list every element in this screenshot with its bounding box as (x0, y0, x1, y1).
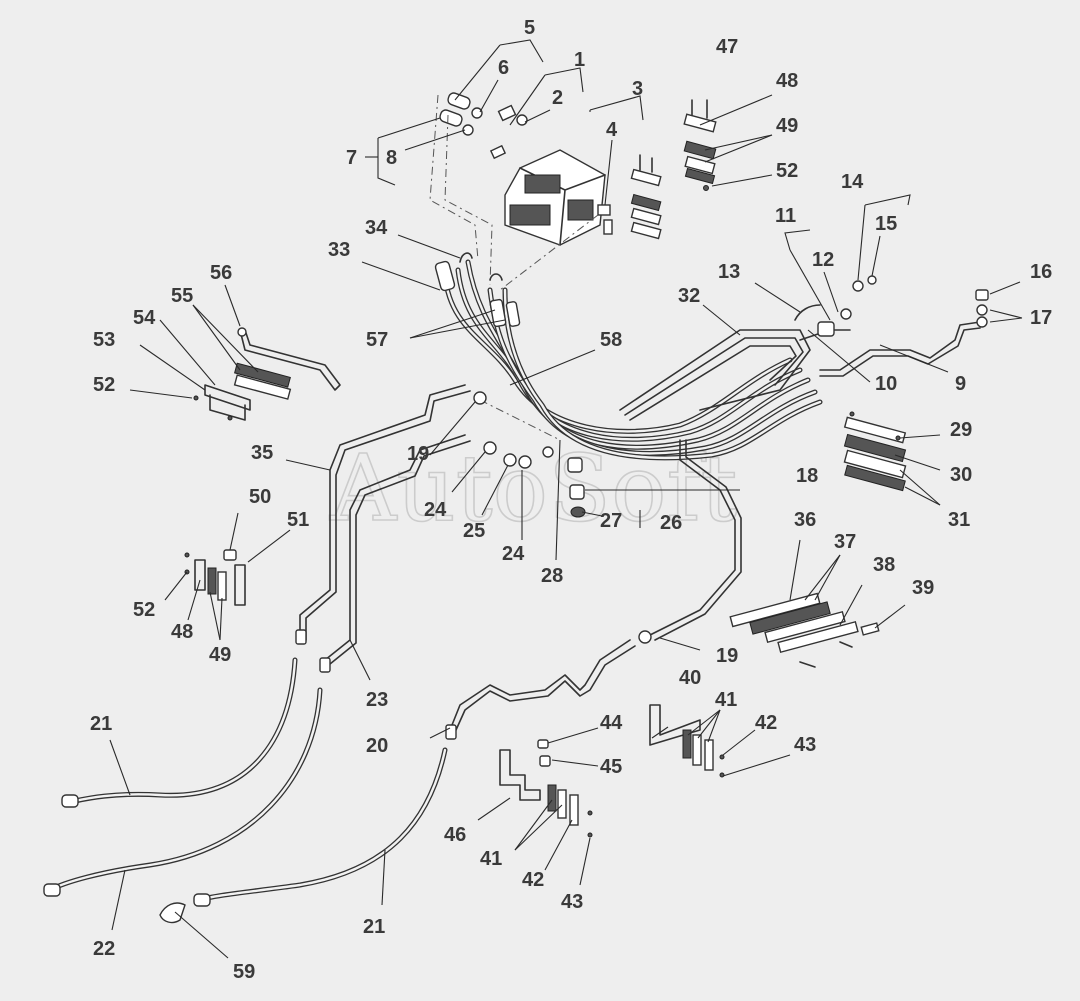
assembly-lines (429, 94, 599, 441)
callout-10: 10 (875, 373, 897, 395)
callout-5: 5 (524, 17, 535, 39)
callout-37: 37 (834, 531, 856, 553)
callout-21-left: 21 (90, 713, 112, 735)
callout-9: 9 (955, 373, 966, 395)
callout-labels: 1 2 3 4 5 6 7 8 9 10 11 12 13 14 15 16 1… (90, 17, 1052, 983)
callout-29: 29 (950, 419, 972, 441)
callout-18: 18 (796, 465, 818, 487)
callout-23: 23 (366, 689, 388, 711)
callout-21-bottom: 21 (363, 916, 385, 938)
callout-55: 55 (171, 285, 193, 307)
callout-46: 46 (444, 824, 466, 846)
callout-26: 26 (660, 512, 682, 534)
callout-17: 17 (1030, 307, 1052, 329)
callout-24-left: 24 (424, 499, 447, 521)
callout-47: 47 (716, 36, 738, 58)
callout-27: 27 (600, 510, 622, 532)
callout-16: 16 (1030, 261, 1052, 283)
callout-48-top: 48 (776, 70, 798, 92)
callout-24-right: 24 (502, 543, 525, 565)
clamp-set-top (630, 99, 717, 240)
callout-41-bottom: 41 (480, 848, 502, 870)
callout-35: 35 (251, 442, 273, 464)
callout-57: 57 (366, 329, 388, 351)
long-lines (295, 384, 742, 740)
callout-1: 1 (574, 49, 585, 71)
bracket-44-46 (499, 739, 593, 838)
callout-41-right: 41 (715, 689, 737, 711)
callout-22: 22 (93, 938, 115, 960)
callout-4: 4 (606, 119, 618, 141)
callout-14: 14 (841, 171, 864, 193)
callout-15: 15 (875, 213, 897, 235)
callout-20: 20 (366, 735, 388, 757)
bracket-40-43 (649, 704, 725, 778)
valve-block (439, 92, 613, 246)
callout-56: 56 (210, 262, 232, 284)
hose-bundle (434, 252, 823, 461)
callout-19-bottom: 19 (716, 645, 738, 667)
callout-58: 58 (600, 329, 622, 351)
callout-3: 3 (632, 78, 643, 100)
callout-34: 34 (365, 217, 388, 239)
callout-33: 33 (328, 239, 350, 261)
callout-43-bottom: 43 (561, 891, 583, 913)
callout-49-left: 49 (209, 644, 231, 666)
callout-31: 31 (948, 509, 970, 531)
clamp-set-right (843, 411, 907, 492)
bracket-48-52 (184, 549, 246, 606)
callout-39: 39 (912, 577, 934, 599)
callout-2: 2 (552, 87, 563, 109)
callout-19-top: 19 (407, 443, 429, 465)
callout-53: 53 (93, 329, 115, 351)
callout-52-top: 52 (776, 160, 798, 182)
flexible-hoses (43, 657, 448, 924)
callout-12: 12 (812, 249, 834, 271)
bracket-53-56 (193, 327, 341, 421)
callout-43-right: 43 (794, 734, 816, 756)
callout-40: 40 (679, 667, 701, 689)
callout-50: 50 (249, 486, 271, 508)
callout-51: 51 (287, 509, 309, 531)
callout-52-upper-left: 52 (93, 374, 115, 396)
callout-49-top: 49 (776, 115, 798, 137)
callout-48-left: 48 (171, 621, 193, 643)
callout-54: 54 (133, 307, 156, 329)
callout-6: 6 (498, 57, 509, 79)
callout-52-lower-left: 52 (133, 599, 155, 621)
callout-30: 30 (950, 464, 972, 486)
callout-42-right: 42 (755, 712, 777, 734)
callout-8: 8 (386, 147, 397, 169)
callout-59: 59 (233, 961, 255, 983)
callout-42-bottom: 42 (522, 869, 544, 891)
callout-44: 44 (600, 712, 623, 734)
callout-28: 28 (541, 565, 563, 587)
callout-36: 36 (794, 509, 816, 531)
callout-25: 25 (463, 520, 485, 542)
clamp-set-36-39 (729, 592, 880, 668)
callout-38: 38 (873, 554, 895, 576)
callout-11: 11 (775, 205, 796, 227)
callout-32: 32 (678, 285, 700, 307)
leader-lines (109, 39, 1023, 959)
callout-7: 7 (346, 147, 357, 169)
callout-45: 45 (600, 756, 622, 778)
callout-13: 13 (718, 261, 740, 283)
